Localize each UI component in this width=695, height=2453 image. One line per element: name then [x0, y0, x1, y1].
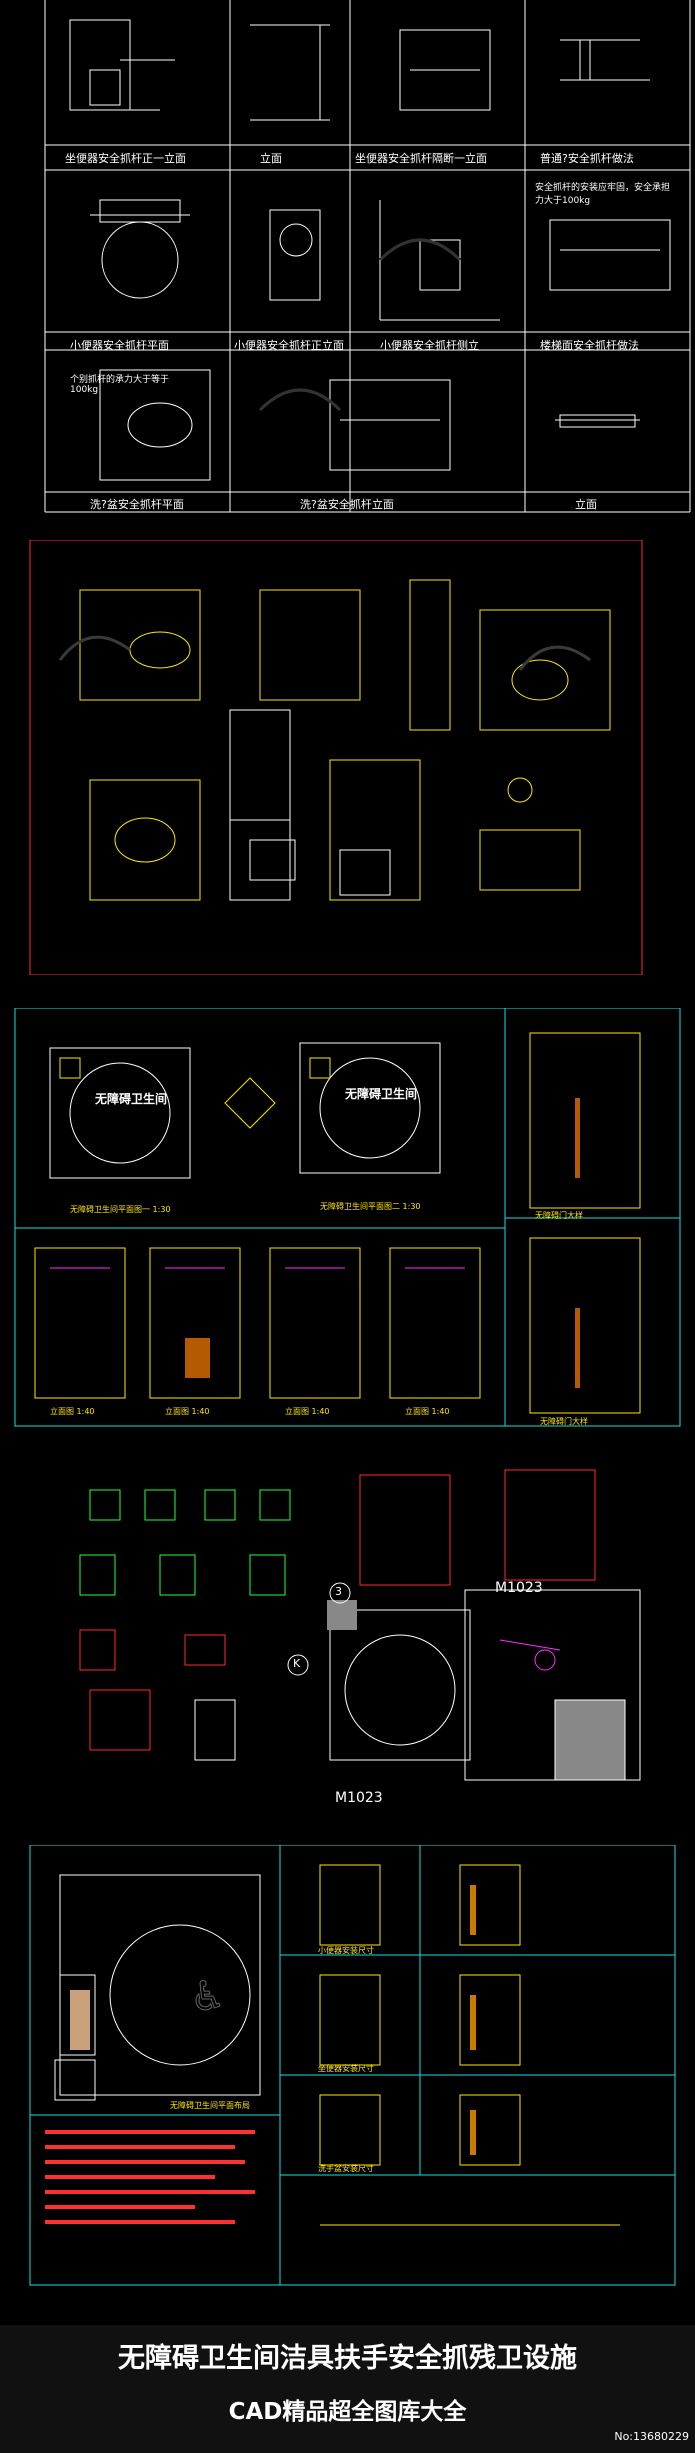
caption-2: 立面: [260, 152, 282, 165]
p3-caption-3: 无障碍门大样: [535, 1211, 583, 1220]
p3-caption-4: 无障碍门大样: [540, 1417, 588, 1426]
panel-accessible-toilet-plans: 无障碍卫生间 无障碍卫生间 无障碍卫生间平面图一 1:30 无障碍卫生间平面图二…: [0, 1007, 695, 1428]
panel3-drawing: [14, 1007, 681, 1427]
caption-3: 坐便器安全抓杆隔断一立面: [355, 152, 487, 165]
caption-5: 小便器安全抓杆平面: [70, 339, 169, 352]
door-code-1: M1023: [495, 1580, 543, 1596]
panel1-drawing: [44, 0, 691, 513]
caption-11: 立面: [575, 498, 597, 511]
caption-9: 洗?盆安全抓杆平面: [90, 498, 184, 511]
panel2-drawing: [29, 539, 643, 976]
door-code-2: M1023: [335, 1790, 383, 1806]
p3-caption-6: 立面图 1:40: [165, 1407, 210, 1416]
panel5-drawing: ♿: [29, 1844, 676, 2286]
panel-red-frame-drawings: [0, 539, 695, 976]
room-label-1: 无障碍卫生间: [95, 1092, 168, 1106]
panel-fixture-blocks: 3 K M1023 M1023: [0, 1450, 695, 1830]
footer-bar: [0, 2325, 695, 2453]
caption-6: 小便器安全抓杆正立面: [234, 339, 344, 352]
room-label-2: 无障碍卫生间: [345, 1087, 418, 1101]
p3-caption-5: 立面图 1:40: [50, 1407, 95, 1416]
note-2: 安全抓杆的安装应牢固，安全承担力大于100kg: [535, 183, 671, 206]
p5-caption-3: 坐便器安装尺寸: [318, 2064, 374, 2073]
p3-caption-8: 立面图 1:40: [405, 1407, 450, 1416]
p3-caption-2: 无障碍卫生间平面图二 1:30: [320, 1202, 421, 1211]
caption-7: 小便器安全抓杆侧立: [380, 339, 479, 352]
caption-4: 普通?安全抓杆做法: [540, 152, 634, 165]
image-number: No:13680229: [614, 2430, 689, 2443]
marker-k: K: [293, 1657, 301, 1670]
note-1: 个别抓杆的承力大于等于100kg: [70, 375, 170, 395]
panel-grab-bar-details: 坐便器安全抓杆正一立面 立面 坐便器安全抓杆隔断一立面 普通?安全抓杆做法 小便…: [0, 0, 695, 520]
p5-caption-1: 无障碍卫生间平面布局: [170, 2101, 250, 2110]
p5-caption-4: 洗手盆安装尺寸: [318, 2164, 374, 2173]
p5-caption-2: 小便器安装尺寸: [318, 1946, 374, 1955]
panel4-drawing: [79, 1469, 641, 1781]
svg-text:♿: ♿: [190, 1974, 226, 2020]
caption-1: 坐便器安全抓杆正一立面: [65, 152, 186, 165]
page-subtitle: CAD精品超全图库大全: [228, 2399, 467, 2425]
panel-layout-dimensions: ♿ 无障碍卫生间平面布局 小便器安装尺寸 坐便器安装尺寸 洗手盆安装尺寸: [0, 1844, 695, 2290]
p3-caption-7: 立面图 1:40: [285, 1407, 330, 1416]
caption-8: 楼梯面安全抓杆做法: [540, 339, 639, 352]
marker-3: 3: [335, 1585, 342, 1598]
p3-caption-1: 无障碍卫生间平面图一 1:30: [70, 1205, 171, 1214]
caption-10: 洗?盆安全抓杆立面: [300, 498, 394, 511]
page-title: 无障碍卫生间洁具扶手安全抓残卫设施: [118, 2343, 577, 2374]
